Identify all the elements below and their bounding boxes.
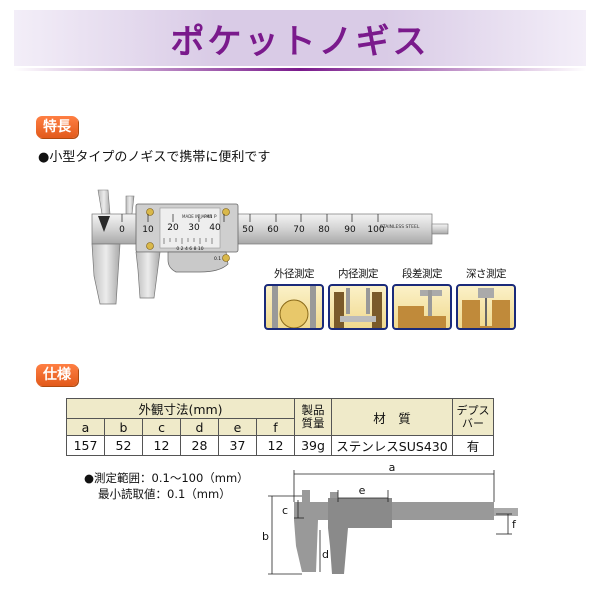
range-note: ●測定範囲：0.1〜100（mm） (84, 471, 249, 485)
main-scale-90: 90 (344, 225, 356, 235)
main-scale-10: 10 (142, 225, 154, 235)
outer-diameter-icon (264, 284, 324, 330)
dim-label-d: d (322, 548, 329, 561)
main-scale-50: 50 (242, 225, 254, 235)
main-scale-40: 40 (209, 223, 221, 233)
measure-step-label: 段差測定 (402, 268, 443, 280)
weight-header: 製品 質量 (294, 398, 332, 436)
dim-label-f: f (512, 518, 517, 531)
main-scale-80: 80 (318, 225, 330, 235)
model-code-text: P41 P (204, 214, 217, 220)
depth-measure-icon (456, 284, 516, 330)
material-header: 材 質 (331, 398, 453, 436)
inner-diameter-icon (328, 284, 388, 330)
main-scale-20: 20 (167, 223, 179, 233)
value-d: 28 (180, 435, 219, 456)
title-banner: ポケットノギス (14, 10, 586, 66)
measure-depth-label: 深さ測定 (466, 268, 507, 280)
depth-bar-header: デプス バー (452, 398, 494, 436)
page-title: ポケットノギス (170, 21, 430, 62)
col-e: e (218, 418, 257, 436)
value-a: 157 (66, 435, 105, 456)
value-e: 37 (218, 435, 257, 456)
feature-text: ●小型タイプのノギスで携帯に便利です (38, 150, 271, 165)
step-measure-icon (392, 284, 452, 330)
main-scale-100: 100 (367, 225, 384, 235)
value-f: 12 (256, 435, 295, 456)
value-weight: 39g (294, 435, 332, 456)
measurement-notes: ●測定範囲：0.1〜100（mm） 最小読取値：0.1（mm） (84, 470, 249, 502)
dim-label-a: a (389, 462, 396, 474)
value-depth-bar: 有 (452, 435, 494, 456)
table-row: 157 52 12 28 37 12 39g ステンレスSUS430 有 (66, 435, 494, 456)
depth-header-line1: デプス (456, 404, 490, 417)
spec-table: 外観寸法(mm) 製品 質量 材 質 デプス バー a b c d e f 15… (66, 398, 494, 456)
measurement-types: 外径測定 内径測定 段差測定 (264, 266, 520, 330)
measure-outer-label: 外径測定 (274, 268, 315, 280)
weight-header-line1: 製品 (301, 403, 325, 417)
col-f: f (256, 418, 295, 436)
features-badge: 特長 (36, 116, 78, 138)
spec-badge: 仕様 (36, 364, 78, 386)
weight-header-line2: 質量 (301, 416, 325, 430)
stainless-text: STAINLESS STEEL (380, 224, 420, 230)
col-b: b (104, 418, 143, 436)
main-scale-0: 0 (119, 225, 125, 235)
measure-outer: 外径測定 (264, 266, 324, 330)
resolution-note: 最小読取値：0.1（mm） (98, 487, 231, 501)
main-scale-70: 70 (293, 225, 305, 235)
measure-inner-label: 内径測定 (338, 268, 379, 280)
dimension-diagram: a b c d e f (262, 462, 518, 575)
made-in-text: MADE IN JAPAN (182, 214, 212, 219)
value-c: 12 (142, 435, 181, 456)
vernier-unit-text: 0.1 (214, 256, 221, 262)
col-d: d (180, 418, 219, 436)
depth-header-line2: バー (462, 417, 484, 430)
title-underline (14, 68, 586, 71)
dim-label-b: b (262, 530, 269, 543)
main-scale-60: 60 (267, 225, 279, 235)
dimension-header: 外観寸法(mm) (66, 398, 295, 419)
measure-step: 段差測定 (392, 266, 452, 330)
col-c: c (142, 418, 181, 436)
measure-inner: 内径測定 (328, 266, 388, 330)
dim-label-c: c (282, 504, 288, 517)
value-material: ステンレスSUS430 (331, 435, 453, 456)
main-scale-30: 30 (188, 223, 200, 233)
measure-depth: 深さ測定 (456, 266, 516, 330)
col-a: a (66, 418, 105, 436)
caliper-illustration: 0 10 20 30 40 50 60 70 80 90 100 MADE IN… (91, 189, 449, 305)
vernier-small-text: 0 2 4 6 8 10 (176, 246, 203, 252)
value-b: 52 (104, 435, 143, 456)
dim-label-e: e (359, 484, 366, 497)
